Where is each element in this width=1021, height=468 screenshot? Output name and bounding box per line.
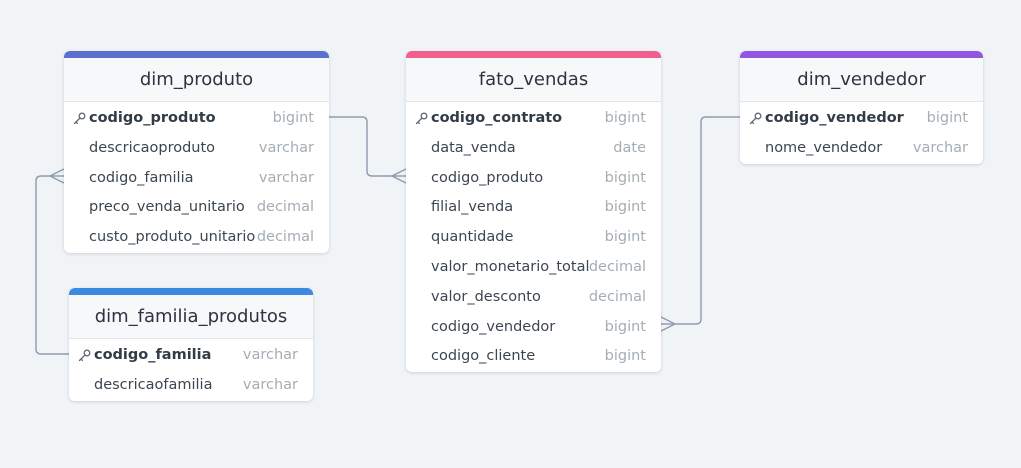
field-row-quantidade[interactable]: quantidade bigint bbox=[406, 223, 661, 253]
table-accent-bar bbox=[740, 51, 983, 58]
key-icon bbox=[72, 104, 86, 134]
field-type: bigint bbox=[604, 318, 646, 335]
field-row-codigo-vendedor[interactable]: codigo_vendedor bigint bbox=[406, 313, 661, 343]
field-type: decimal bbox=[588, 288, 646, 305]
field-type: varchar bbox=[258, 169, 314, 186]
field-type: decimal bbox=[256, 199, 314, 216]
field-type: decimal bbox=[256, 229, 314, 246]
field-row-codigo-cliente[interactable]: codigo_cliente bigint bbox=[406, 342, 661, 372]
table-title: dim_produto bbox=[64, 58, 329, 102]
field-row-codigo-produto[interactable]: codigo_produto bigint bbox=[64, 104, 329, 134]
field-row-codigo-contrato[interactable]: codigo_contrato bigint bbox=[406, 104, 661, 134]
field-name: valor_desconto bbox=[431, 288, 541, 305]
field-type: bigint bbox=[926, 110, 968, 126]
field-row-data-venda[interactable]: data_venda date bbox=[406, 134, 661, 164]
table-accent-bar bbox=[69, 288, 313, 295]
field-type: bigint bbox=[604, 110, 646, 126]
field-name: filial_venda bbox=[431, 199, 514, 216]
table-dim-vendedor[interactable]: dim_vendedor codigo_vendedor bigint nome_v… bbox=[740, 51, 983, 164]
field-row-codigo-produto[interactable]: codigo_produto bigint bbox=[406, 164, 661, 194]
field-name: codigo_produto bbox=[431, 169, 544, 186]
field-row-codigo-familia[interactable]: codigo_familia varchar bbox=[69, 341, 313, 371]
field-name: codigo_familia bbox=[89, 169, 194, 186]
key-icon bbox=[77, 341, 91, 371]
field-name: codigo_contrato bbox=[431, 110, 563, 126]
field-type: bigint bbox=[604, 169, 646, 186]
field-type: varchar bbox=[912, 139, 968, 156]
field-type: date bbox=[613, 139, 646, 156]
table-title: dim_familia_produtos bbox=[69, 295, 313, 339]
field-name: codigo_cliente bbox=[431, 348, 536, 365]
field-type: bigint bbox=[604, 348, 646, 365]
field-type: bigint bbox=[272, 110, 314, 126]
table-title: dim_vendedor bbox=[740, 58, 983, 102]
key-icon bbox=[414, 104, 428, 134]
field-name: quantidade bbox=[431, 229, 514, 246]
field-type: varchar bbox=[242, 347, 298, 363]
field-row-preco-venda-unitario[interactable]: preco_venda_unitario decimal bbox=[64, 193, 329, 223]
field-type: varchar bbox=[258, 139, 314, 156]
table-dim-produto[interactable]: dim_produto codigo_produto bigint descrica… bbox=[64, 51, 329, 253]
field-row-descricaoproduto[interactable]: descricaoproduto varchar bbox=[64, 134, 329, 164]
field-name: codigo_vendedor bbox=[765, 110, 904, 126]
crowfoot-produto-vendas bbox=[391, 168, 407, 184]
table-accent-bar bbox=[406, 51, 661, 58]
field-row-descricaofamilia[interactable]: descricaofamilia varchar bbox=[69, 371, 313, 401]
link-produto-vendas[interactable] bbox=[329, 116, 406, 177]
field-row-filial-venda[interactable]: filial_venda bigint bbox=[406, 193, 661, 223]
field-name: codigo_produto bbox=[89, 110, 216, 126]
field-type: bigint bbox=[604, 199, 646, 216]
key-icon bbox=[748, 104, 762, 134]
field-row-codigo-vendedor[interactable]: codigo_vendedor bigint bbox=[740, 104, 983, 134]
field-row-codigo-familia[interactable]: codigo_familia varchar bbox=[64, 164, 329, 194]
field-name: custo_produto_unitario bbox=[89, 229, 256, 246]
field-row-valor-desconto[interactable]: valor_desconto decimal bbox=[406, 283, 661, 313]
crowfoot-vendedor-vendas bbox=[660, 316, 676, 332]
field-name: nome_vendedor bbox=[765, 139, 883, 156]
table-title: fato_vendas bbox=[406, 58, 661, 102]
field-type: bigint bbox=[604, 229, 646, 246]
field-row-nome-vendedor[interactable]: nome_vendedor varchar bbox=[740, 134, 983, 164]
crowfoot-familia-produto bbox=[49, 168, 65, 184]
field-name: data_venda bbox=[431, 139, 516, 156]
link-vendedor-vendas[interactable] bbox=[661, 116, 741, 325]
field-type: decimal bbox=[588, 258, 646, 275]
field-name: descricaoproduto bbox=[89, 139, 216, 156]
field-name: codigo_vendedor bbox=[431, 318, 556, 335]
field-name: valor_monetario_total bbox=[431, 258, 590, 275]
field-name: codigo_familia bbox=[94, 347, 212, 363]
table-accent-bar bbox=[64, 51, 329, 58]
field-name: descricaofamilia bbox=[94, 376, 213, 393]
field-name: preco_venda_unitario bbox=[89, 199, 245, 216]
field-type: varchar bbox=[242, 376, 298, 393]
